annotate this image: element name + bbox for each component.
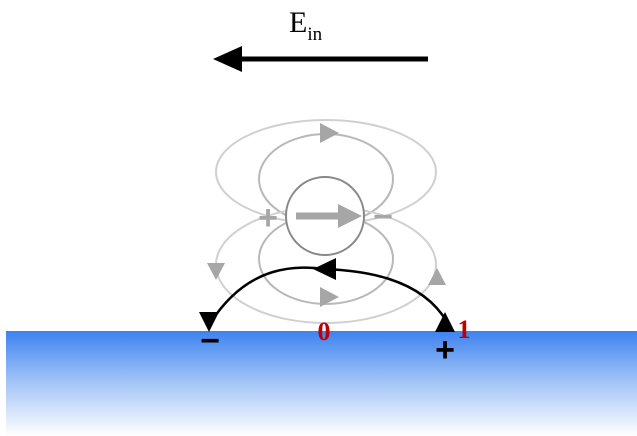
dipole: + − — [258, 176, 393, 256]
field-label: Ein — [289, 6, 323, 45]
dipole-plus-sign: + — [258, 199, 278, 237]
left-minus-sign: − — [200, 322, 220, 360]
field-label-subscript: in — [307, 24, 322, 45]
left-triangle-icon — [313, 258, 336, 280]
up-triangle-icon — [435, 312, 455, 332]
field-label-main: E — [289, 6, 307, 39]
right-triangle-icon — [320, 287, 339, 307]
right-plus-sign: + — [435, 331, 455, 369]
down-triangle-icon — [207, 263, 225, 280]
incident-field-arrow — [213, 46, 428, 72]
right-arrow-icon — [338, 204, 362, 228]
label-zero: 0 — [318, 317, 331, 346]
right-triangle-icon — [320, 123, 339, 143]
left-arrow-icon — [213, 46, 242, 72]
down-triangle-icon — [199, 312, 219, 332]
dipole-minus-sign: − — [373, 198, 393, 236]
metal-surface — [6, 331, 637, 436]
label-one: 1 — [458, 315, 471, 344]
surface-charge-arc: − + — [199, 258, 455, 369]
up-triangle-icon — [428, 268, 446, 285]
